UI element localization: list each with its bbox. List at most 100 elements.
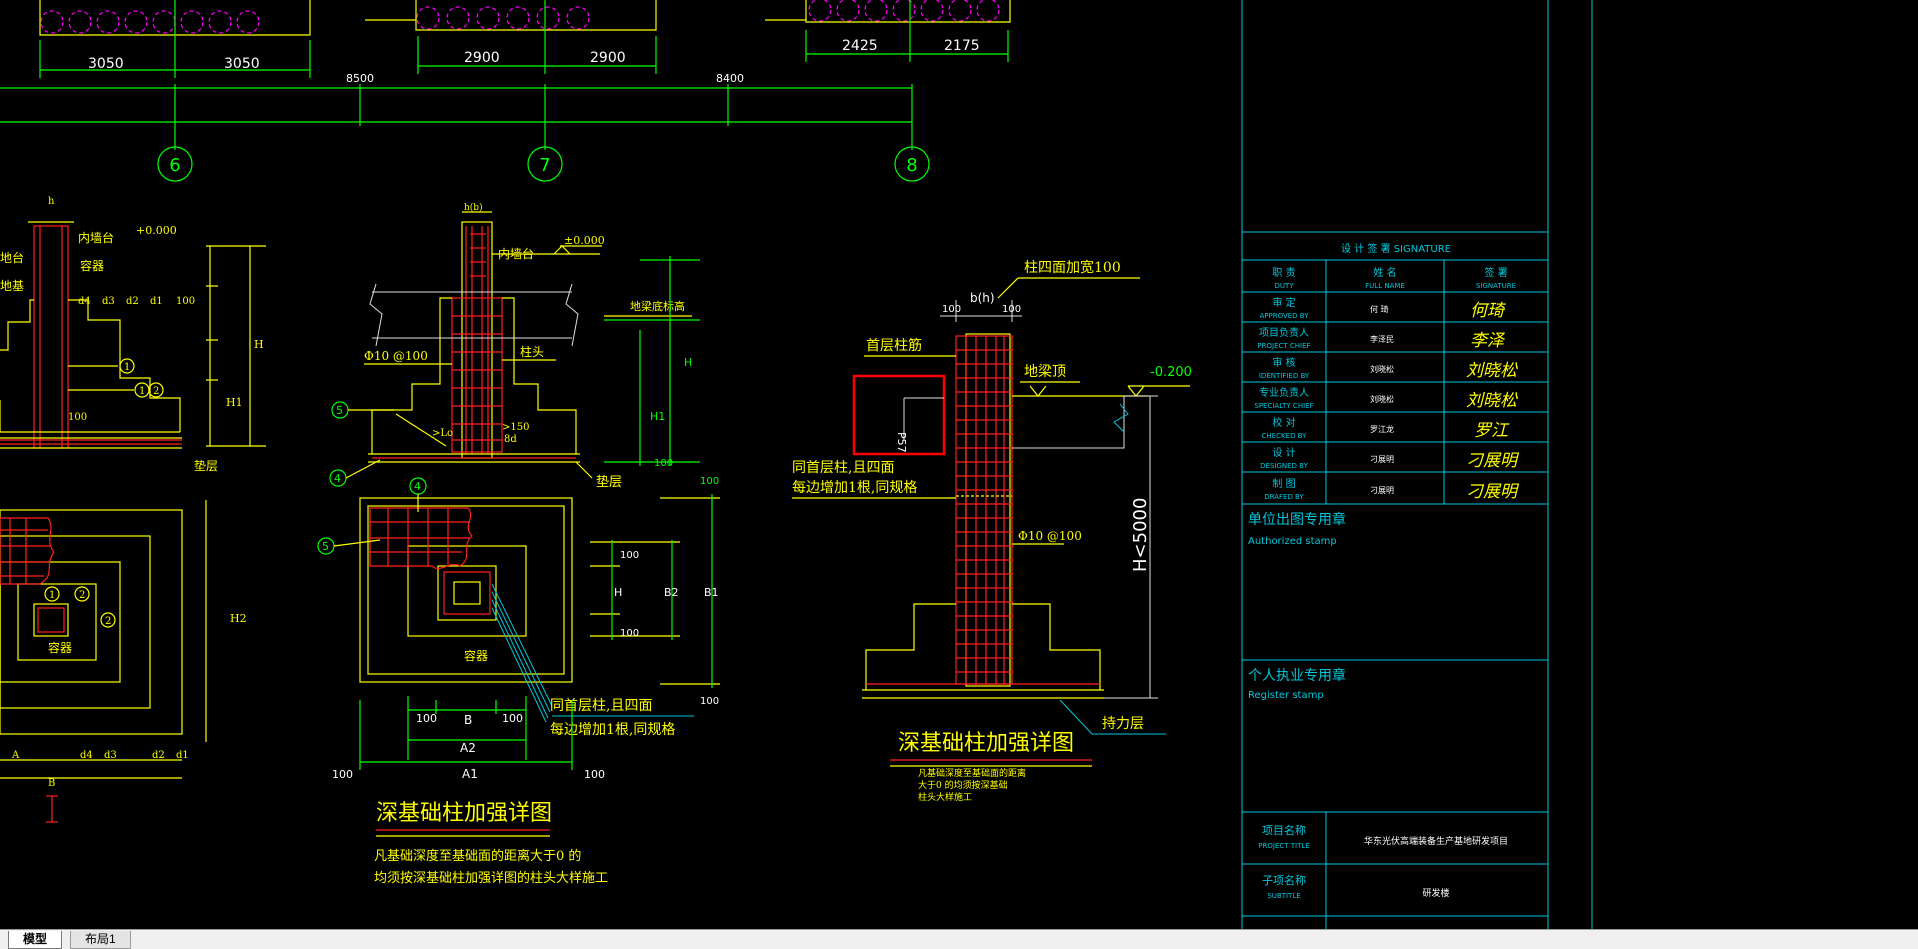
- left-dim-d2: d2: [126, 296, 139, 307]
- dim-2175: 2175: [944, 38, 980, 54]
- left-plan-dim-d4: A: [11, 750, 20, 761]
- row-duty-en: DRAFED BY: [1264, 493, 1304, 501]
- mid-callout-4b: 4: [414, 480, 421, 493]
- left-callout-1a: 1: [124, 362, 130, 373]
- mid-plan-dim-100f: 100: [416, 712, 437, 725]
- right-detail-title: 深基础柱加强详图: [898, 731, 1074, 756]
- row-duty-en: IDENTIFIED BY: [1259, 372, 1310, 380]
- mid-plan-dim-100e: 100: [700, 696, 719, 707]
- row-duty-cn: 校 对: [1272, 416, 1295, 429]
- subtitle-en: SUBTITLE: [1267, 892, 1300, 900]
- detail-left[interactable]: h 内墙台 +0.000 地台 容器 地基 垫层 d4 d3 d2 d1 100…: [0, 196, 266, 823]
- right-label-first-floor-bars: 首层柱筋: [866, 337, 922, 354]
- right-label-elevation: -0.200: [1150, 365, 1192, 380]
- detail-right[interactable]: 柱四面加宽100 首层柱筋 地梁顶 -0.200 b(h) 100 100 Φ1…: [792, 259, 1192, 803]
- dim-8500: 8500: [346, 72, 374, 85]
- dim-3050-a: 3050: [88, 56, 124, 72]
- row-duty-en: DESIGNED BY: [1260, 462, 1308, 470]
- row-signature: 刘晓松: [1466, 361, 1519, 381]
- authorized-stamp-cn: 单位出图专用章: [1248, 511, 1346, 528]
- right-rebar-label: Φ10 @100: [1018, 529, 1082, 543]
- row-duty-cn: 制 图: [1272, 477, 1295, 490]
- axis-bubble-6[interactable]: 6: [157, 146, 193, 182]
- left-plan-dim-d3: d4: [80, 750, 93, 761]
- mid-plan-dim-B1: B1: [704, 586, 719, 599]
- register-stamp-cn: 个人执业专用章: [1248, 667, 1346, 684]
- left-h-dim: h: [48, 196, 55, 207]
- right-label-widen: 柱四面加宽100: [1024, 259, 1121, 276]
- axis-label-6: 6: [169, 155, 180, 176]
- right-height-label: H<5000: [1130, 498, 1151, 572]
- right-dim-100a: 100: [942, 304, 961, 315]
- mid-note-line2: 每边增加1根,同规格: [550, 722, 675, 738]
- tab-layout1[interactable]: 布局1: [70, 931, 131, 949]
- left-dim-100b: 100: [68, 412, 87, 423]
- left-label-elevation: +0.000: [136, 224, 177, 237]
- title-block[interactable]: 设 计 签 署 SIGNATURE 职 责 DUTY 姓 名 FULL NAME…: [1241, 0, 1593, 929]
- left-label-cushion: 垫层: [194, 458, 218, 473]
- left-plan-callout-1: 1: [49, 590, 55, 601]
- left-dim-H: H: [254, 338, 264, 351]
- mid-callout-5a: 5: [336, 404, 343, 417]
- detail-middle[interactable]: h(b) 内墙台 ±0.000 地梁底标高 Φ10 @100 柱头 >Lo >1…: [317, 202, 720, 886]
- right-note-line1: 同首层柱,且四面: [792, 460, 894, 476]
- left-dim-H1: H1: [226, 396, 243, 409]
- sig-row-approved: 审 定 APPROVED BY 何 琦 何琦: [1259, 296, 1507, 321]
- signature-header: 设 计 签 署 SIGNATURE: [1341, 242, 1451, 255]
- right-bearing-label: 持力层: [1102, 716, 1144, 732]
- pile-circles-mid: [416, 6, 590, 30]
- row-duty-cn: 设 计: [1272, 446, 1295, 459]
- mid-desc-line2: 均须按深基础柱加强详图的柱头大样施工: [374, 870, 608, 886]
- left-dim-d1: d1: [150, 296, 163, 307]
- mid-dim-100b: 100: [700, 476, 719, 487]
- sig-row-designed: 设 计 DESIGNED BY 刁展明 刁展明: [1260, 446, 1520, 471]
- sig-row-checked: 校 对 CHECKED BY 罗江龙 罗江: [1262, 416, 1510, 441]
- left-plan-dim-B: H2: [230, 612, 247, 625]
- cad-drawing-canvas[interactable]: 3050 3050 2900 2900 2425 2175 8500 8400 …: [0, 0, 1918, 929]
- highlight-box[interactable]: [852, 374, 946, 456]
- left-label-floor: 地台: [0, 250, 24, 265]
- left-label-base: 地基: [0, 279, 24, 293]
- left-plan-dim-d2: d3: [104, 750, 117, 761]
- dim-2900-b: 2900: [590, 50, 626, 66]
- col-name-cn: 姓 名: [1373, 266, 1396, 279]
- row-signature: 刁展明: [1466, 482, 1520, 502]
- authorized-stamp-en: Authorized stamp: [1248, 536, 1337, 547]
- mid-label-hb: h(b): [464, 202, 483, 213]
- left-callout-1b: 1: [139, 386, 145, 397]
- subtitle-value: 研发楼: [1422, 887, 1449, 899]
- row-name: 罗江龙: [1370, 424, 1394, 434]
- pile-circles-left: [40, 10, 260, 34]
- left-plan-dim-100: d1: [176, 750, 189, 761]
- row-duty-en: PROJECT CHIEF: [1257, 342, 1310, 350]
- row-name: 何 琦: [1370, 304, 1389, 314]
- mid-label-column-head: 柱头: [520, 344, 544, 359]
- left-dim-d3: d3: [102, 296, 115, 307]
- project-title-value: 华东光伏高端装备生产基地研发项目: [1364, 835, 1508, 847]
- axis-bubble-8[interactable]: 8: [894, 146, 930, 182]
- row-duty-cn: 专业负责人: [1259, 386, 1309, 399]
- row-signature: 罗江: [1474, 421, 1510, 441]
- row-duty-en: CHECKED BY: [1262, 432, 1308, 440]
- right-desc-line1: 凡基础深度至基础面的距离: [918, 767, 1026, 779]
- row-duty-en: APPROVED BY: [1259, 312, 1309, 320]
- row-signature: 刁展明: [1466, 451, 1520, 471]
- mid-dim-green-label: H: [684, 356, 692, 369]
- tab-model[interactable]: 模型: [8, 931, 63, 949]
- sig-row-specialty-chief: 专业负责人 SPECIALTY CHIEF 刘晓松 刘晓松: [1254, 386, 1519, 411]
- layout-tab-bar: 模型 布局1: [0, 929, 1918, 949]
- right-desc-line3: 柱头大样施工: [918, 791, 972, 803]
- row-signature: 刘晓松: [1466, 391, 1519, 411]
- col-duty-cn: 职 责: [1272, 266, 1295, 279]
- left-label-inner-platform: 内墙台: [78, 230, 114, 245]
- sig-row-identified: 审 核 IDENTIFIED BY 刘晓松 刘晓松: [1259, 356, 1519, 381]
- mid-label-elevation: ±0.000: [564, 234, 605, 247]
- mid-detail-title: 深基础柱加强详图: [376, 801, 552, 826]
- right-note-line2: 每边增加1根,同规格: [792, 480, 917, 496]
- subtitle-cn: 子项名称: [1262, 873, 1306, 887]
- right-label-beam-top: 地梁顶: [1024, 364, 1066, 380]
- axis-bubble-7[interactable]: 7: [527, 146, 563, 182]
- row-name: 李泽民: [1370, 334, 1394, 344]
- mid-small-8d: 8d: [504, 434, 517, 445]
- mid-plan-dim-A2: A2: [460, 741, 476, 755]
